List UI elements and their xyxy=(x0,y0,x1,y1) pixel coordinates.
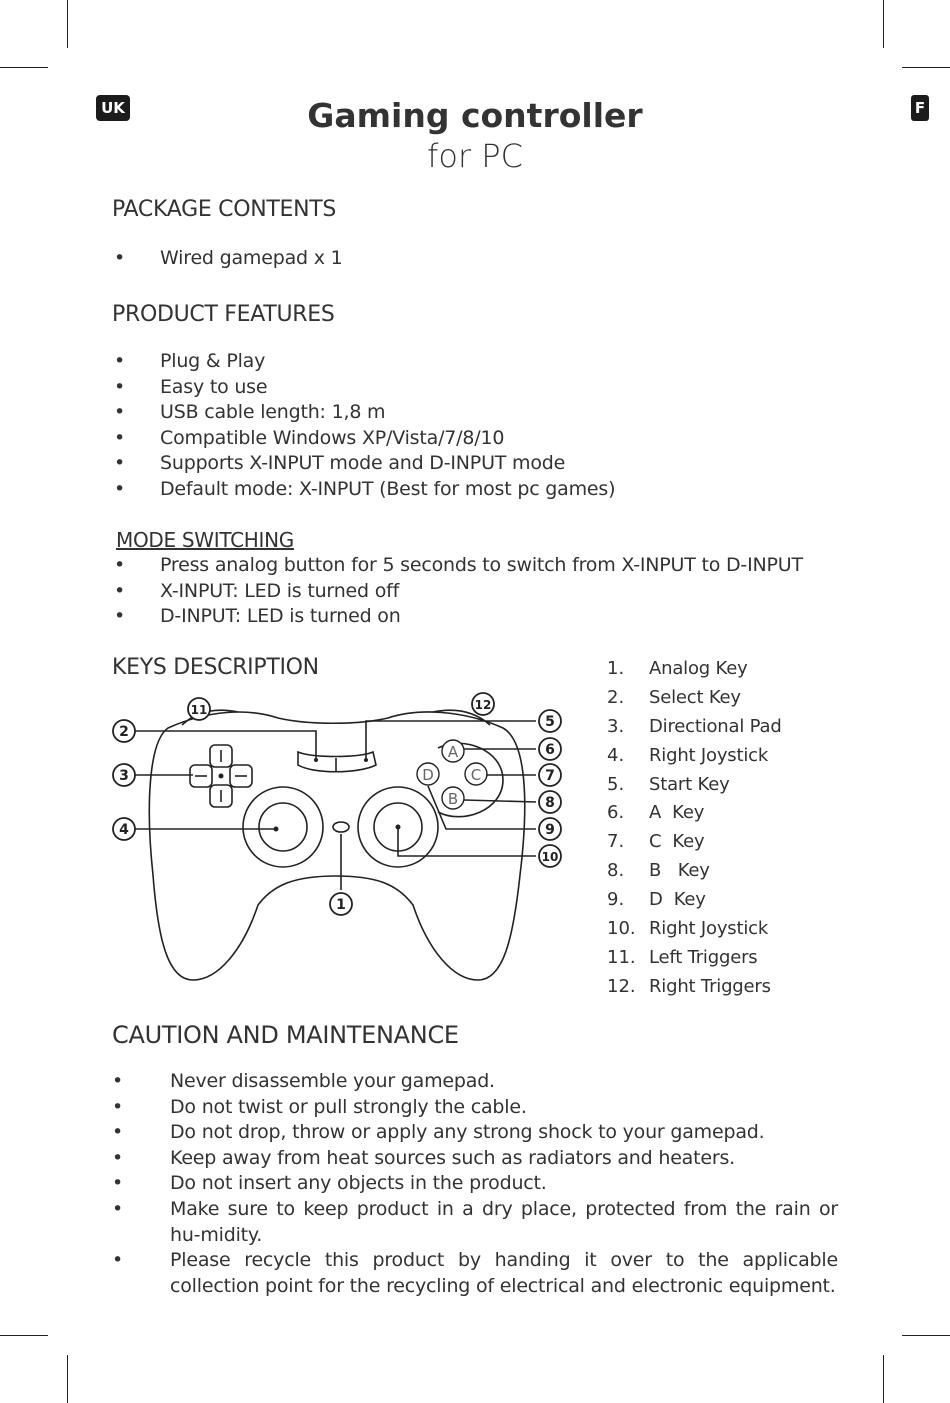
callout-3: 3 xyxy=(119,768,129,784)
language-tag-uk: UK xyxy=(96,95,130,121)
callout-7: 7 xyxy=(545,768,555,784)
page-subtitle: for PC xyxy=(427,137,523,175)
callout-2: 2 xyxy=(119,724,129,740)
package-heading: PACKAGE CONTENTS xyxy=(112,197,337,222)
callout-9: 9 xyxy=(545,822,555,838)
c-button xyxy=(464,762,488,786)
language-tag-f: F xyxy=(911,95,929,121)
features-heading: PRODUCT FEATURES xyxy=(112,302,335,327)
crop-mark xyxy=(67,1355,68,1403)
caution-heading: CAUTION AND MAINTENANCE xyxy=(112,1021,459,1049)
list-item: •Do not insert any objects in the produc… xyxy=(112,1172,547,1195)
d-button xyxy=(416,762,440,786)
gamepad-diagram: A C B D 1 2 xyxy=(112,692,562,981)
callout-8: 8 xyxy=(545,795,555,811)
bullet: • xyxy=(114,247,126,269)
crop-mark xyxy=(902,67,950,68)
list-item: •Never disassemble your gamepad. xyxy=(112,1070,495,1092)
list-item: •Please recycle this product by handing … xyxy=(112,1249,838,1297)
list-item: •Keep away from heat sources such as rad… xyxy=(112,1146,736,1169)
c-label: C xyxy=(471,766,481,784)
crop-mark xyxy=(883,0,884,48)
gamepad-body xyxy=(148,709,526,981)
callout-6: 6 xyxy=(545,742,555,758)
callout-1: 1 xyxy=(336,897,346,913)
mode-heading: MODE SWITCHING xyxy=(116,528,294,552)
crop-mark xyxy=(883,1355,884,1403)
list-item: •Make sure to keep product in a dry plac… xyxy=(112,1197,838,1246)
caution-list: •Never disassemble your gamepad. •Do not… xyxy=(112,1069,838,1299)
d-label: D xyxy=(422,766,434,784)
b-label: B xyxy=(448,790,458,808)
callout-10: 10 xyxy=(542,850,559,864)
b-button xyxy=(441,786,465,810)
list-item: •Do not drop, throw or apply any strong … xyxy=(112,1121,765,1144)
crop-mark xyxy=(0,1335,48,1336)
crop-mark xyxy=(0,67,48,68)
callout-11: 11 xyxy=(191,703,208,717)
page-title: Gaming controller xyxy=(307,96,643,135)
callout-lines xyxy=(135,720,537,890)
crop-mark xyxy=(902,1335,950,1336)
callout-12: 12 xyxy=(475,698,492,712)
crop-mark xyxy=(67,0,68,48)
a-button xyxy=(441,739,465,763)
callout-5: 5 xyxy=(545,714,555,730)
list-item: •Do not twist or pull strongly the cable… xyxy=(112,1095,527,1118)
callout-4: 4 xyxy=(119,822,129,838)
keys-heading: KEYS DESCRIPTION xyxy=(112,655,319,680)
a-label: A xyxy=(448,743,459,761)
